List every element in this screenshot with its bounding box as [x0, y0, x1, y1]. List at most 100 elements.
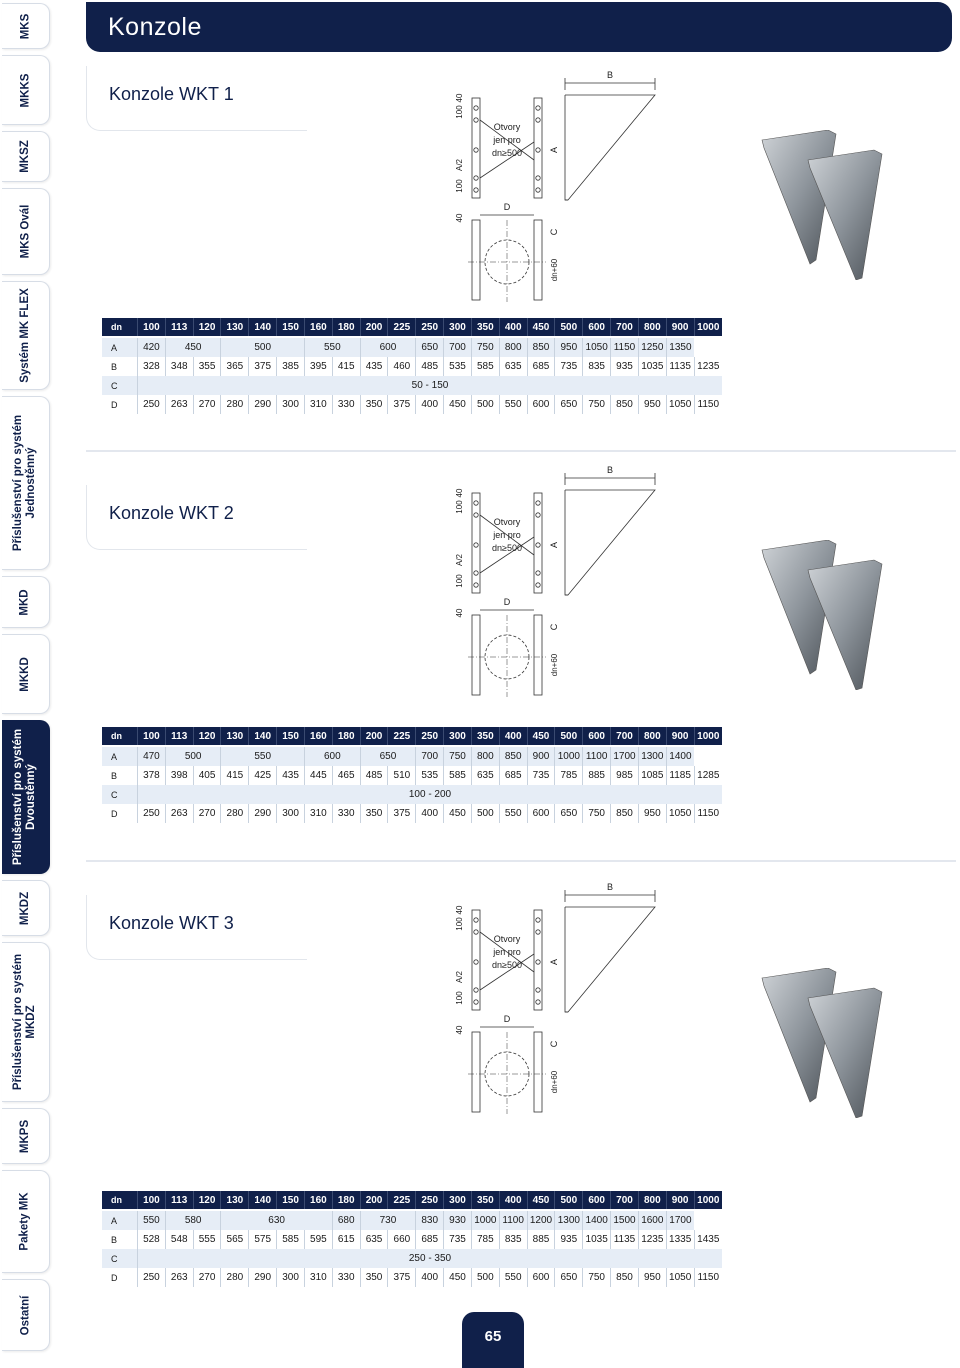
- dimension-label-40: 40: [455, 213, 464, 222]
- table-cell: 850: [610, 395, 639, 414]
- row-label: B: [111, 770, 118, 781]
- table-cell: 1000: [554, 747, 583, 766]
- table-cell: 835: [582, 357, 611, 376]
- table-cell: 950: [637, 1268, 667, 1287]
- table-cell: 1600: [637, 1211, 667, 1230]
- table-header-cell: 700: [610, 318, 639, 336]
- dimension-label-100: 100: [455, 917, 464, 931]
- table-header-cell: 500: [554, 727, 583, 745]
- sidebar-tab-line: Příslušenství pro systém: [12, 728, 25, 866]
- table-cell: 550: [137, 1211, 166, 1230]
- table-header-cell: 800: [637, 727, 667, 745]
- table-cell: 730: [359, 1211, 416, 1230]
- sidebar-tab[interactable]: Systém MK FLEX: [2, 281, 50, 390]
- sidebar-tab[interactable]: Pakety MK: [2, 1170, 50, 1273]
- table-cell: 950: [554, 338, 583, 357]
- table-header-cell: 1000: [693, 1191, 722, 1209]
- note-openings: jen pro: [492, 530, 521, 540]
- table-header-cell: 800: [637, 1191, 667, 1209]
- table-cell: 565: [220, 1230, 249, 1249]
- table-cell: 900: [526, 747, 555, 766]
- sidebar-tab-line: MKD: [18, 588, 31, 616]
- table-cell: 405: [192, 766, 221, 785]
- table-cell: 1050: [665, 804, 695, 823]
- table-cell: 250: [137, 1268, 166, 1287]
- dimension-label-40: 40: [455, 1025, 464, 1034]
- sidebar-tab[interactable]: MKS: [2, 3, 50, 49]
- table-header-cell: 113: [164, 727, 194, 745]
- sidebar-tab-line: MKKS: [19, 73, 31, 107]
- sidebar-tab[interactable]: MKDZ: [2, 880, 50, 936]
- table-cell: 500: [220, 338, 305, 357]
- table-cell: 470: [137, 747, 166, 766]
- dimension-label-40: 40: [455, 905, 464, 914]
- note-openings: dn≥500: [492, 543, 522, 553]
- table-cell: 635: [498, 357, 528, 376]
- sidebar-tab-label: Systém MK FLEX: [19, 288, 32, 383]
- table-cell: 375: [248, 357, 277, 376]
- table-cell: 700: [415, 747, 444, 766]
- table-cell: 400: [415, 395, 444, 414]
- table-cell: 348: [164, 357, 194, 376]
- section-title-box: Konzole WKT 2: [86, 485, 307, 550]
- sidebar-tab[interactable]: MKD: [2, 576, 50, 628]
- table-header-cell: 250: [415, 1191, 444, 1209]
- row-label: B: [111, 361, 118, 372]
- row-label: A: [102, 338, 138, 357]
- table-cell: 250 - 350: [137, 1249, 722, 1268]
- table-cell: 550: [303, 338, 361, 357]
- table-header-cell: 120: [192, 1191, 221, 1209]
- table-cell: 435: [276, 766, 305, 785]
- table-header-cell: 700: [610, 1191, 639, 1209]
- table-header-cell: 350: [470, 727, 500, 745]
- table-cell: 500: [470, 395, 500, 414]
- table-cell: 850: [498, 747, 528, 766]
- sidebar-tab[interactable]: MKSZ: [2, 131, 50, 182]
- table-header-cell: 900: [665, 1191, 695, 1209]
- table-header-cell: 150: [276, 1191, 305, 1209]
- page-number-badge: 65: [462, 1312, 524, 1368]
- table-header-cell: 200: [359, 727, 388, 745]
- table-header-cell: 113: [164, 1191, 194, 1209]
- table-cell: 465: [331, 766, 361, 785]
- section-divider: [86, 860, 956, 862]
- dimension-label-a-half: A/2: [455, 553, 464, 566]
- sidebar-tab-line: MKDZ: [19, 891, 31, 925]
- table-cell: 1135: [665, 357, 695, 376]
- table-cell: 350: [359, 804, 388, 823]
- sidebar-tab[interactable]: MKS Ovál: [2, 188, 50, 275]
- table-header-cell: 600: [582, 318, 611, 336]
- table-header-cell: 700: [610, 727, 639, 745]
- table-cell: 700: [443, 338, 472, 357]
- sidebar-tab[interactable]: MKPS: [2, 1108, 50, 1164]
- table-cell: 750: [582, 804, 611, 823]
- table-cell: 270: [192, 804, 221, 823]
- table-cell: 550: [498, 1268, 528, 1287]
- dimension-label-d: D: [504, 202, 511, 212]
- sidebar-tab[interactable]: MKKD: [2, 634, 50, 714]
- table-cell: 460: [387, 357, 416, 376]
- table-cell: 375: [387, 395, 416, 414]
- table-header-cell: 600: [582, 1191, 611, 1209]
- note-openings: Otvory: [494, 934, 521, 944]
- table-cell: 600: [526, 1268, 555, 1287]
- table-cell: 300: [276, 1268, 305, 1287]
- sidebar-tab[interactable]: Ostatní: [2, 1279, 50, 1351]
- sidebar-tab[interactable]: MKKS: [2, 55, 50, 125]
- table-cell: 280: [220, 1268, 249, 1287]
- sidebar-tab-label: MKSZ: [19, 140, 32, 173]
- table-header-cell: 130: [220, 727, 249, 745]
- table-cell: 300: [276, 395, 305, 414]
- table-header-cell: 200: [359, 1191, 388, 1209]
- table-cell: 935: [610, 357, 639, 376]
- page-header: Konzole: [86, 2, 952, 52]
